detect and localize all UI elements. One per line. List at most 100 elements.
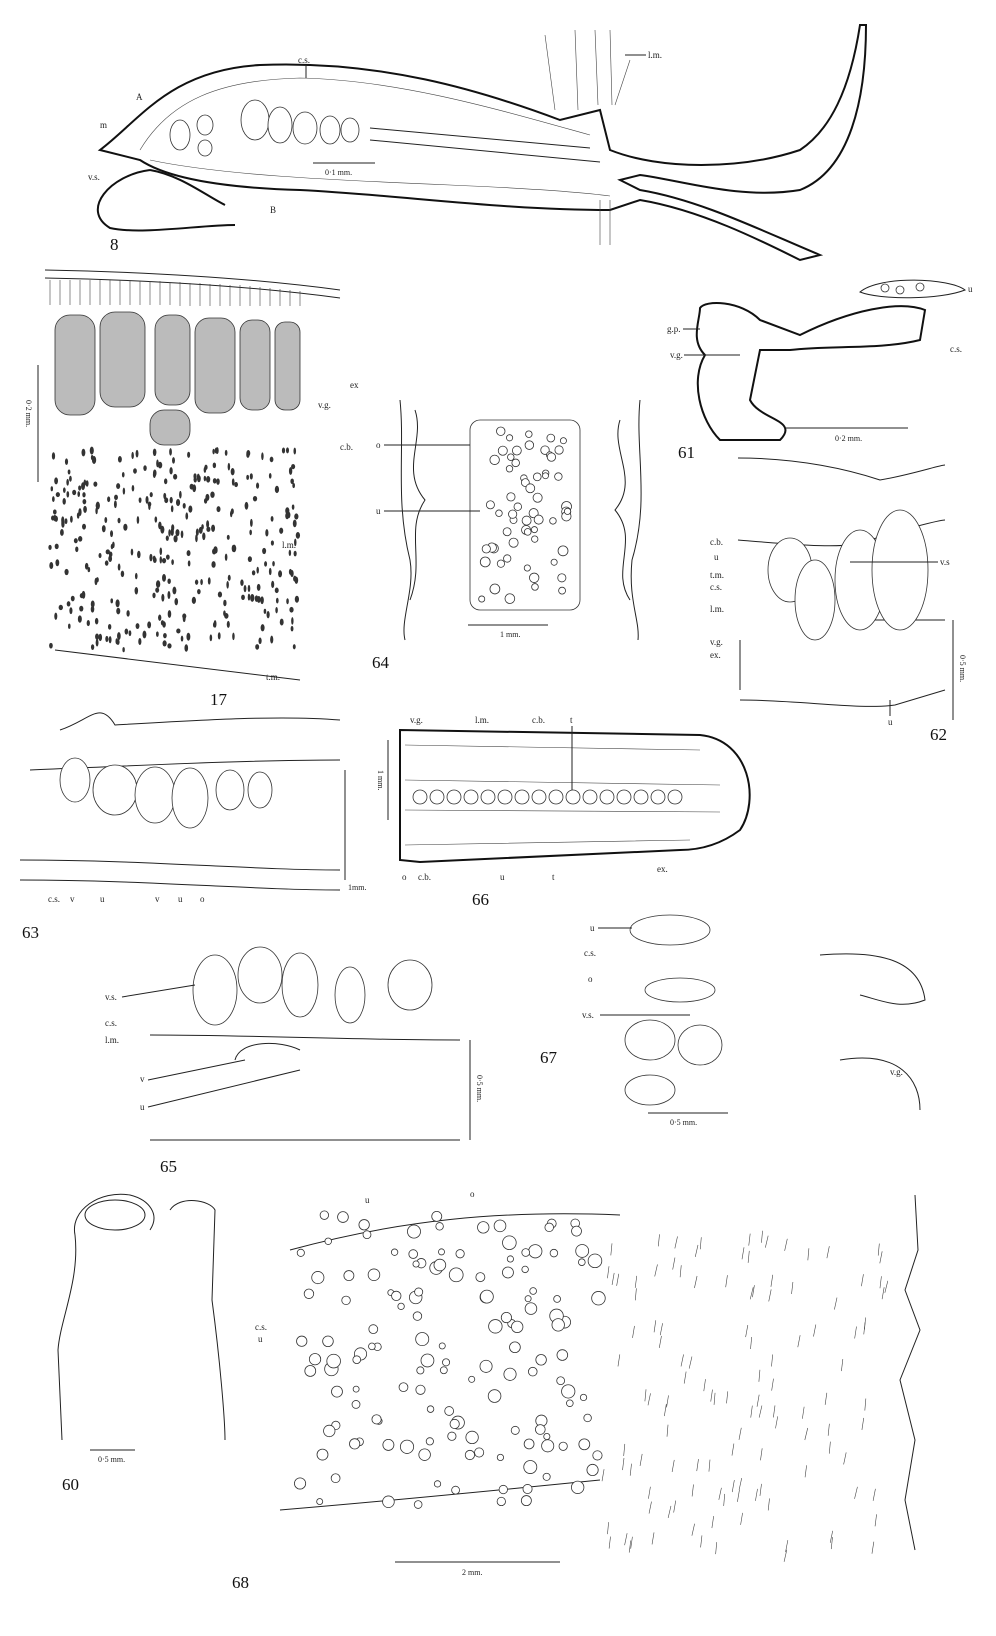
egg — [525, 483, 536, 494]
muscle-fibre-dot — [269, 456, 274, 463]
scale-label: 2 mm. — [462, 1568, 482, 1577]
muscle-fibre-dot — [161, 558, 167, 564]
muscle-fibre-dot — [274, 587, 279, 594]
muscle-fibre-dot — [290, 625, 294, 632]
egg — [349, 1438, 361, 1450]
egg — [531, 789, 547, 805]
fibre — [607, 1522, 609, 1535]
fibre — [622, 1458, 625, 1471]
figure-66: v.g. l.m. c.b. t o c.b. u t ex. 1 mm. 66 — [376, 715, 751, 909]
muscle-fibre-dot — [72, 489, 77, 496]
scale-label: 0·1 mm. — [325, 168, 352, 177]
muscle-fibre-dot — [75, 546, 79, 553]
muscle-fibre-dot — [154, 516, 158, 523]
muscle-fibre-dot — [281, 447, 286, 454]
fibre — [783, 1549, 788, 1562]
fibre — [672, 1257, 676, 1270]
egg — [523, 528, 532, 536]
egg — [510, 1425, 520, 1435]
egg — [407, 1224, 421, 1239]
scale-label: 1mm. — [348, 883, 366, 892]
cirrus-sac — [794, 559, 836, 641]
muscle-fibre-dot — [206, 526, 211, 532]
muscle-fibre-dot — [159, 547, 163, 556]
egg — [541, 1439, 555, 1453]
muscle-fibre-dot — [209, 634, 213, 642]
fibre — [807, 1248, 810, 1261]
muscle-fibre-dot — [224, 449, 228, 456]
muscle-fibre-dot — [186, 632, 191, 641]
egg — [633, 789, 649, 805]
fibre — [877, 1243, 880, 1256]
fibre — [634, 1288, 637, 1301]
fibre — [680, 1354, 684, 1367]
muscle-fibre-dot — [279, 527, 284, 534]
egg — [316, 1448, 329, 1461]
egg — [439, 1366, 448, 1375]
egg — [544, 1222, 554, 1233]
fibre — [748, 1233, 751, 1246]
egg — [382, 1495, 395, 1509]
label-u: u — [100, 894, 105, 904]
muscle-fibre-dot — [271, 580, 275, 589]
fibre — [761, 1230, 763, 1243]
egg — [521, 1248, 531, 1257]
egg — [579, 1393, 588, 1402]
muscle-fibre-dot — [108, 555, 113, 563]
muscle-fibre-dot — [171, 559, 174, 566]
egg — [535, 1354, 547, 1366]
egg — [455, 1249, 465, 1259]
label-cs: c.s. — [255, 1322, 267, 1332]
egg — [554, 472, 563, 481]
muscle-fibre-dot — [160, 620, 165, 626]
muscle-fibre-dot — [227, 462, 231, 471]
egg — [446, 789, 462, 805]
muscle-fibre-dot — [114, 494, 118, 501]
muscle-fibre-dot — [48, 544, 52, 550]
egg — [509, 1341, 521, 1354]
egg — [531, 535, 539, 543]
egg — [566, 1399, 574, 1407]
muscle-fibre-dot — [250, 518, 253, 527]
muscle-fibre-dot — [188, 505, 193, 513]
egg — [530, 526, 538, 534]
scale-label: 0·2 mm. — [24, 400, 33, 427]
muscle-fibre-dot — [49, 562, 54, 569]
muscle-fibre-dot — [64, 458, 69, 465]
fibre — [797, 1335, 801, 1348]
egg — [431, 1210, 443, 1222]
muscle-fibre-dot — [172, 457, 175, 464]
egg — [296, 1335, 308, 1347]
muscle-fibre-dot — [179, 490, 182, 499]
egg — [496, 1496, 506, 1507]
muscle-fibre-dot — [274, 485, 280, 494]
egg — [553, 1295, 561, 1303]
fibre — [759, 1483, 762, 1496]
egg — [489, 583, 501, 595]
label-u: u — [714, 552, 719, 562]
fibre — [700, 1535, 703, 1548]
fibre — [756, 1394, 760, 1407]
label-tm: t.m. — [710, 570, 724, 580]
label-cb: c.b. — [340, 442, 353, 452]
egg — [479, 556, 491, 568]
muscle-fibre-dot — [256, 583, 261, 591]
fibre — [664, 1404, 667, 1417]
scale-label: 0·2 mm. — [835, 434, 862, 443]
muscle-fibre-dot — [206, 520, 210, 529]
egg — [529, 1287, 537, 1295]
egg — [399, 1439, 415, 1454]
figure-60: 0·5 mm. 60 — [57, 1193, 226, 1494]
egg — [382, 1438, 395, 1451]
label-o: o — [200, 894, 205, 904]
fibre — [879, 1251, 883, 1264]
fibre — [755, 1488, 758, 1501]
egg — [497, 789, 513, 805]
egg — [540, 445, 550, 455]
fibre — [770, 1274, 774, 1287]
egg — [550, 558, 558, 566]
muscle-fibre-dot — [95, 638, 99, 647]
muscle-fibre-dot — [255, 644, 260, 650]
muscle-fibre-dot — [55, 559, 60, 567]
muscle-fibre-dot — [288, 467, 293, 475]
